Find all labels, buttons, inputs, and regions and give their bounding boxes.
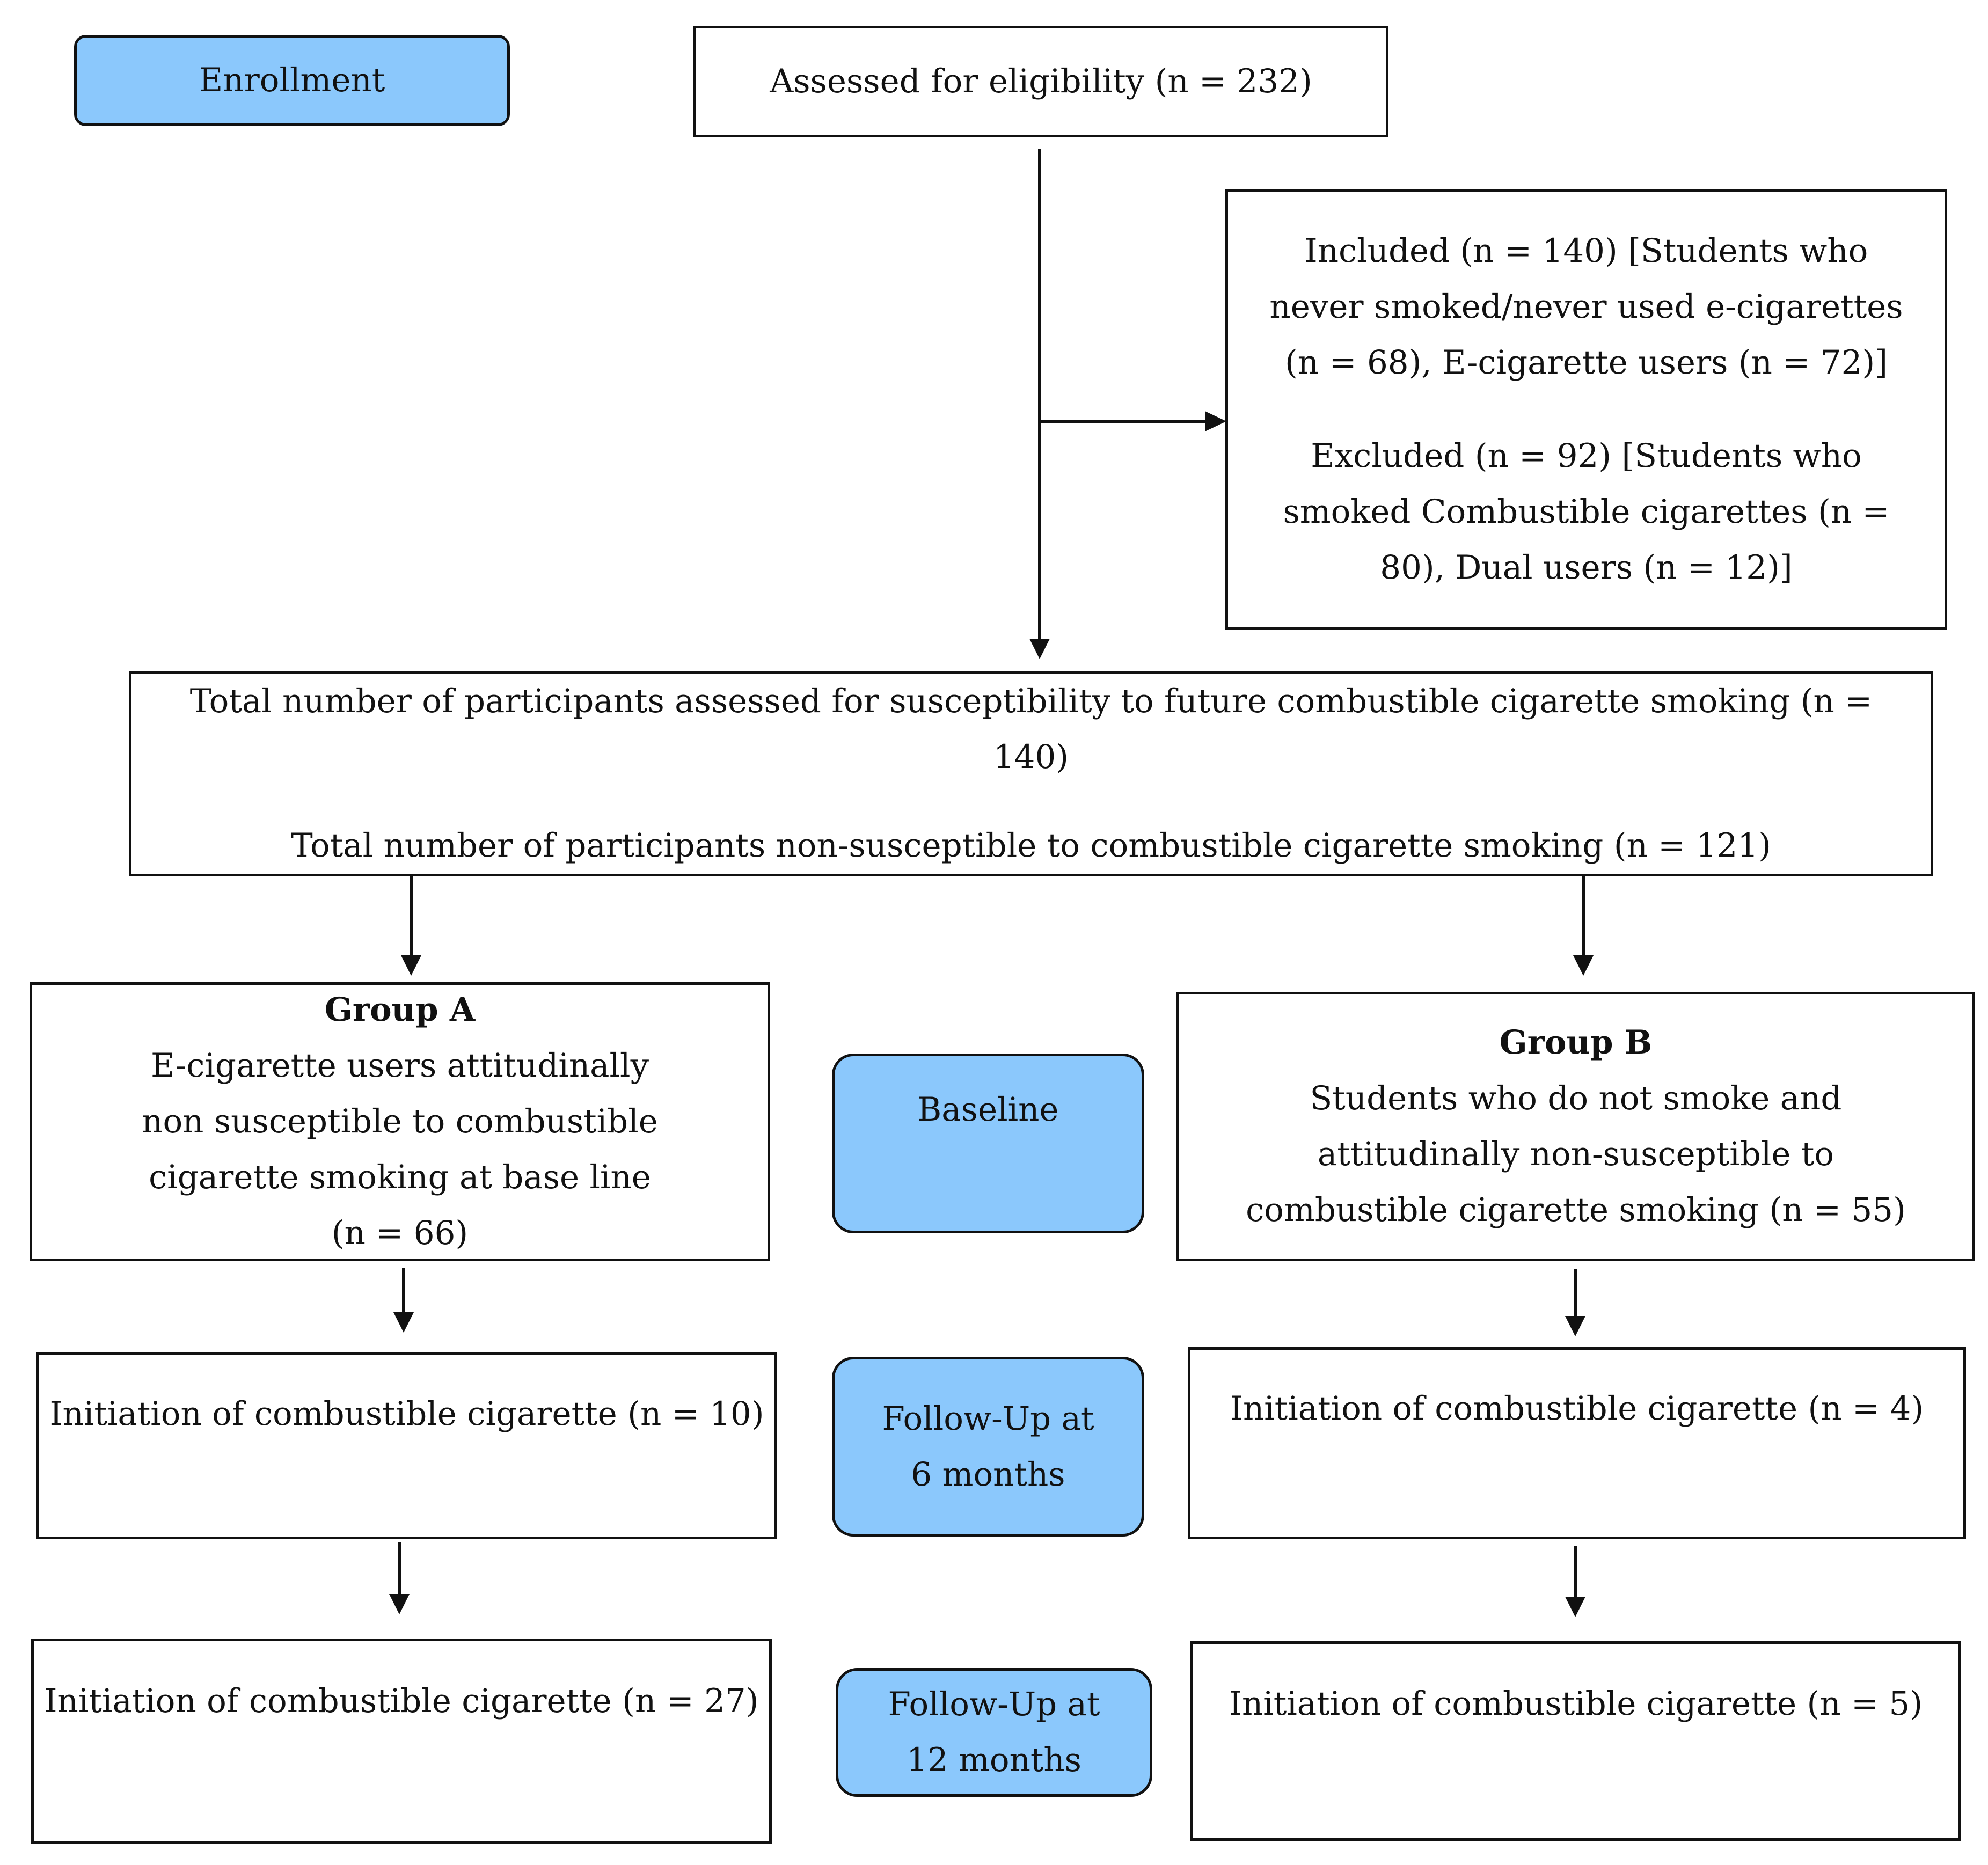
stage-follow-up-12: Follow-Up at 12 months (836, 1668, 1152, 1797)
included-text: Included (n = 140) [Students who never s… (1269, 232, 1903, 382)
arrowhead-a-12m (389, 1594, 410, 1614)
group-a-box: Group A E-cigarette users attitudinally … (30, 982, 770, 1261)
group-a-6-month-text: Initiation of combustible cigarette (n =… (49, 1395, 764, 1433)
total-assessed-text: Total number of participants assessed fo… (189, 682, 1873, 776)
group-b-6-month-box: Initiation of combustible cigarette (n =… (1188, 1347, 1966, 1539)
group-a-title: Group A (324, 991, 476, 1029)
arrowhead-a-6m (393, 1312, 414, 1333)
stage-baseline: Baseline (832, 1054, 1144, 1233)
group-b-description: Students who do not smoke and attitudina… (1246, 1079, 1906, 1229)
arrowhead-total (1029, 639, 1050, 659)
stage-enrollment: Enrollment (74, 35, 510, 126)
assessed-text: Assessed for eligibility (n = 232) (770, 62, 1312, 100)
stage-follow-up-6-label: Follow-Up at 6 months (882, 1399, 1094, 1494)
group-b-12-month-text: Initiation of combustible cigarette (n =… (1229, 1685, 1923, 1723)
arrowhead-inclusion (1205, 411, 1226, 431)
arrowhead-group-b (1573, 955, 1594, 976)
arrowhead-b-12m (1565, 1597, 1585, 1617)
total-participants-box: Total number of participants assessed fo… (129, 671, 1933, 876)
group-b-box: Group B Students who do not smoke and at… (1176, 992, 1975, 1261)
stage-enrollment-label: Enrollment (199, 61, 385, 99)
group-b-6-month-text: Initiation of combustible cigarette (n =… (1230, 1389, 1924, 1428)
stage-follow-up-12-label: Follow-Up at 12 months (888, 1685, 1100, 1779)
group-a-12-month-box: Initiation of combustible cigarette (n =… (31, 1639, 772, 1844)
assessed-box: Assessed for eligibility (n = 232) (693, 26, 1388, 137)
group-b-12-month-box: Initiation of combustible cigarette (n =… (1190, 1641, 1961, 1841)
inclusion-exclusion-box: Included (n = 140) [Students who never s… (1225, 189, 1947, 630)
group-a-6-month-box: Initiation of combustible cigarette (n =… (36, 1352, 777, 1539)
arrowhead-b-6m (1565, 1316, 1585, 1336)
arrowhead-group-a (401, 955, 421, 976)
stage-baseline-label: Baseline (917, 1091, 1059, 1129)
group-b-title: Group B (1499, 1023, 1653, 1062)
total-non-susceptible-text: Total number of participants non-suscept… (291, 827, 1771, 865)
excluded-text: Excluded (n = 92) [Students who smoked C… (1283, 437, 1890, 587)
stage-follow-up-6: Follow-Up at 6 months (832, 1357, 1144, 1537)
group-a-12-month-text: Initiation of combustible cigarette (n =… (44, 1682, 759, 1720)
group-a-description: E-cigarette users attitudinally non susc… (142, 1047, 658, 1252)
